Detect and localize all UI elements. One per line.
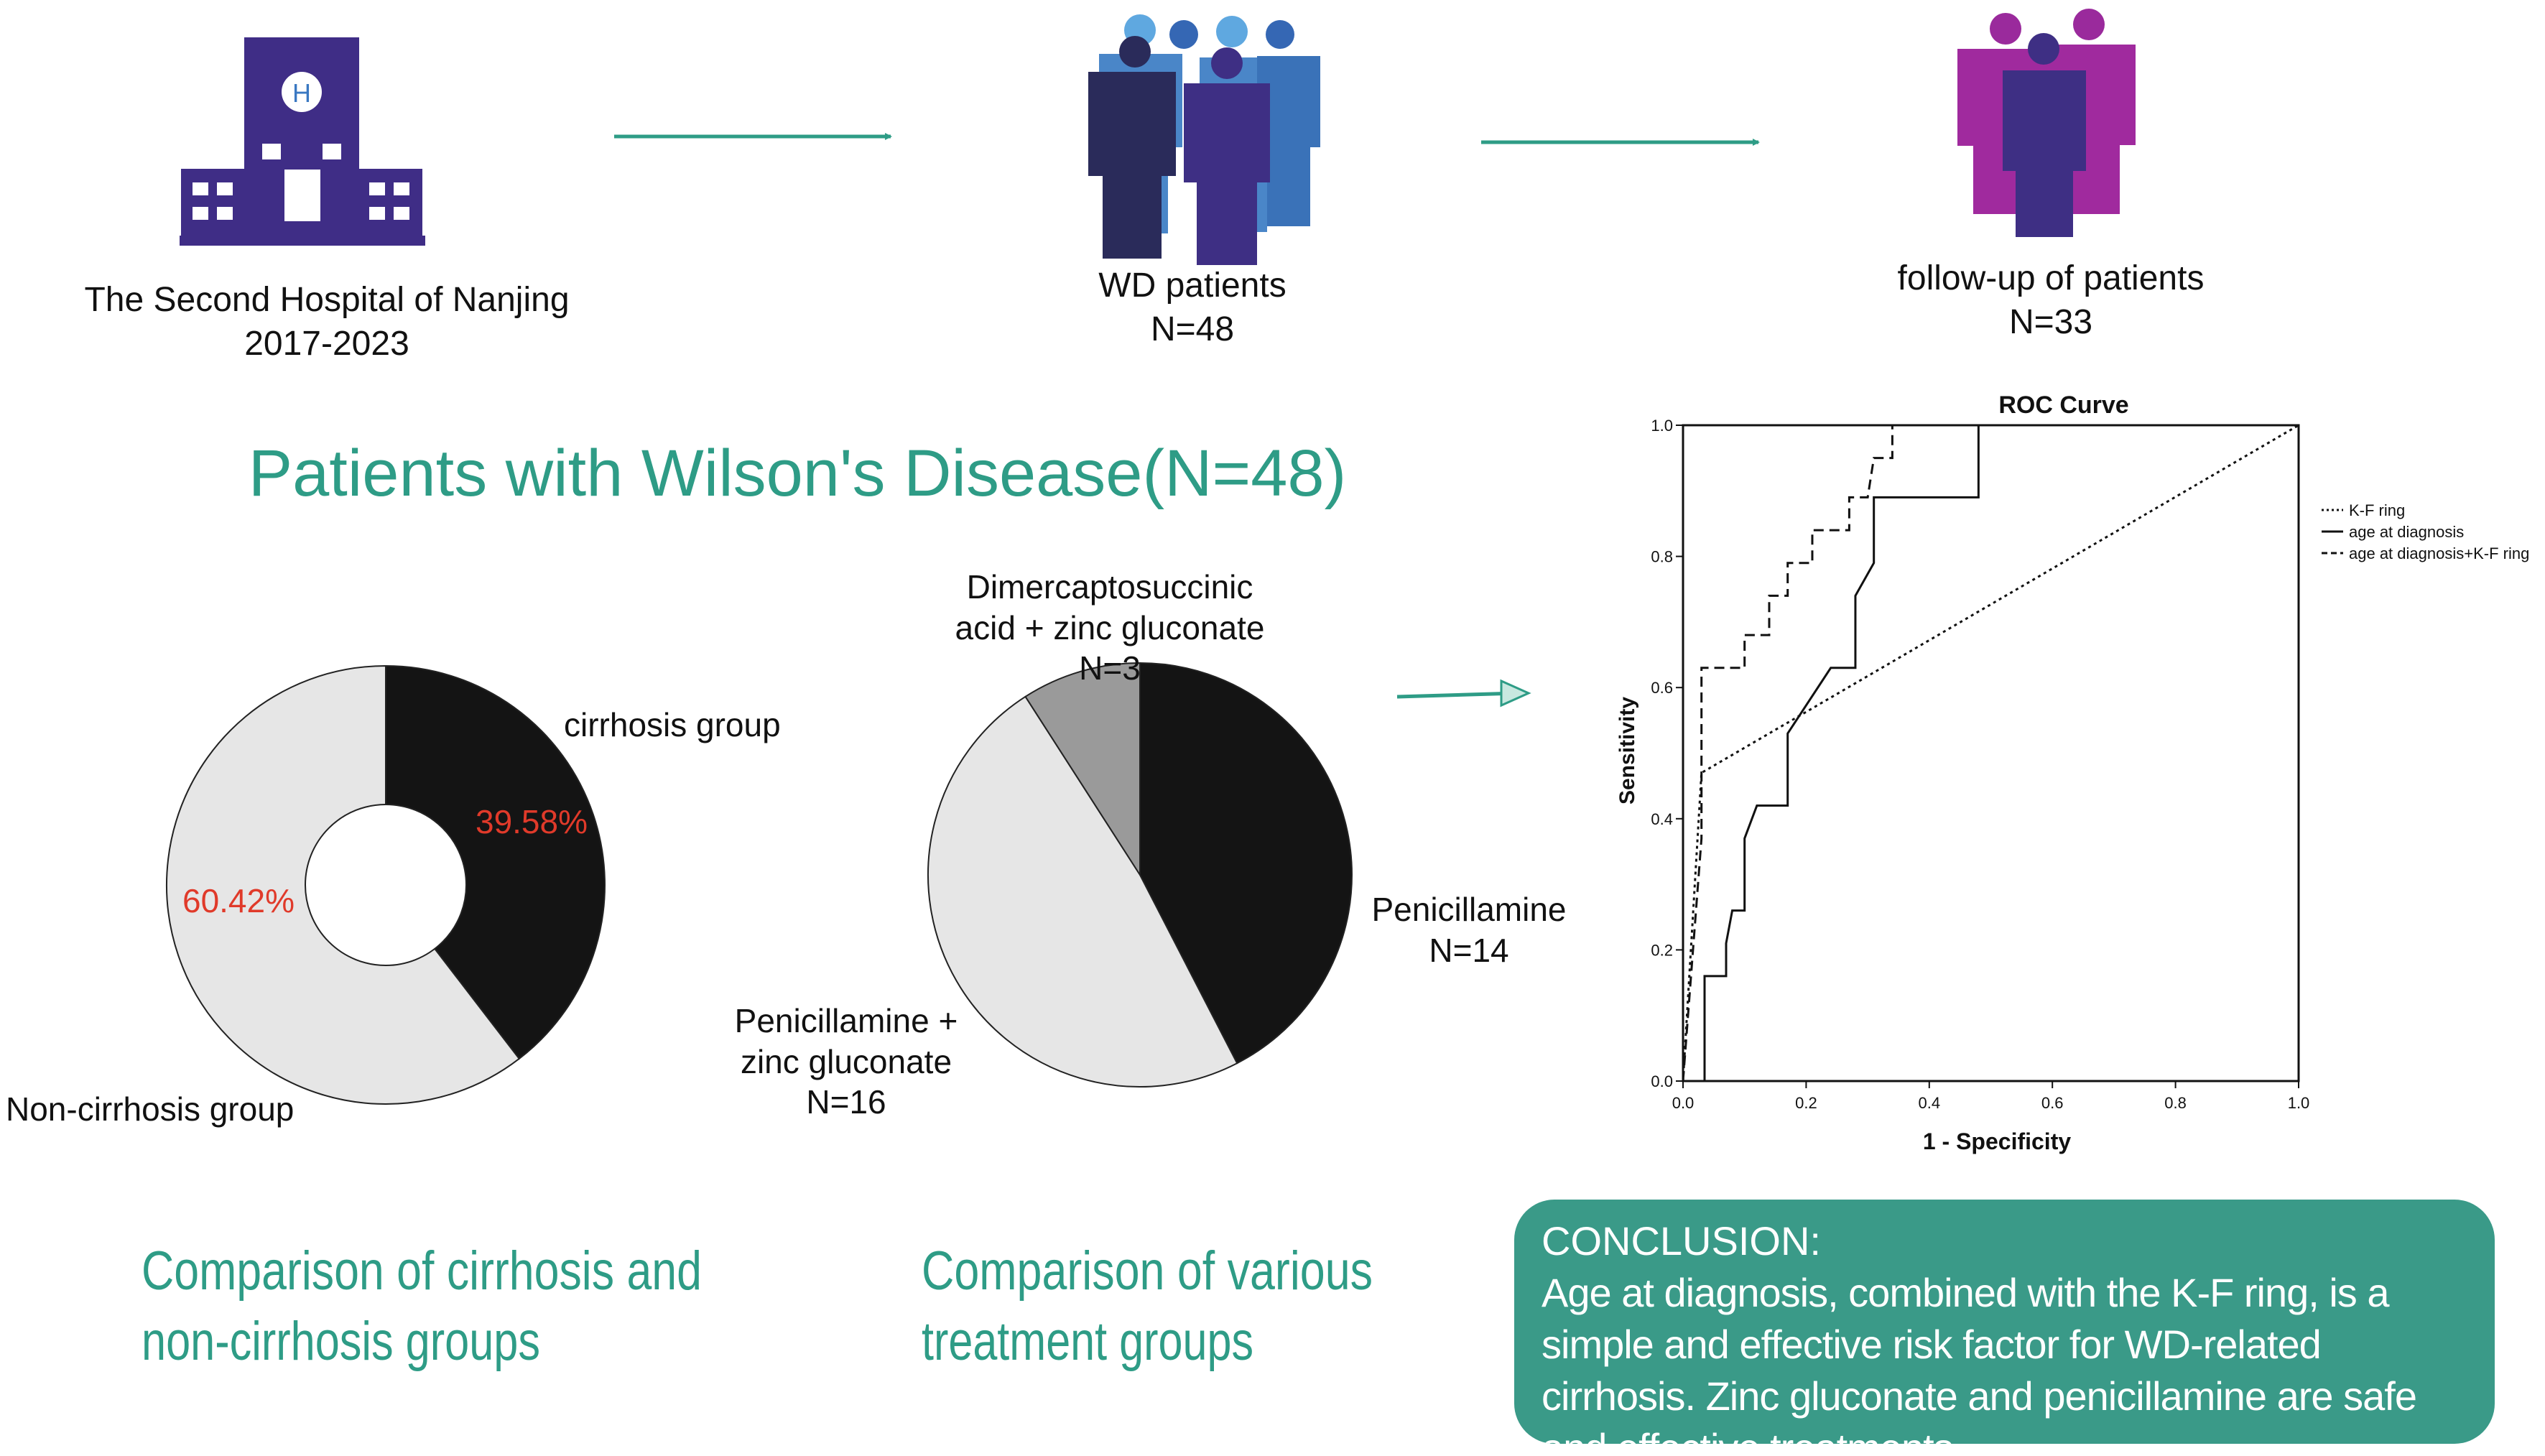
pie-label-dmsa-3: N=3 — [1079, 649, 1141, 687]
flow-arrow-3-head — [1500, 679, 1531, 708]
pie-label-pen-zinc-1: Penicillamine + — [735, 1002, 958, 1039]
legend-label: age at diagnosis — [2349, 523, 2464, 541]
roc-x-axis-label: 1 - Specificity — [1923, 1128, 2072, 1154]
donut-hole — [305, 804, 467, 966]
hospital-letter: H — [292, 78, 311, 108]
roc-y-axis-label: Sensitivity — [1615, 697, 1639, 804]
roc-series-age-at-diagnosis — [1683, 424, 2299, 1082]
y-tick-label: 0.6 — [1651, 679, 1673, 697]
donut-label-cirrhosis: cirrhosis group — [564, 706, 781, 743]
conclusion-text: Age at diagnosis, combined with the K-F … — [1542, 1270, 2417, 1444]
roc-chart: ROC Curve 1 - Specificity Sensitivity 0.… — [1615, 391, 2529, 1154]
x-tick-label: 0.2 — [1795, 1094, 1817, 1112]
pie-label-pen-zinc-3: N=16 — [806, 1083, 886, 1121]
followup-label: follow-up of patients — [1898, 259, 2205, 297]
conclusion-heading: CONCLUSION: — [1542, 1218, 1821, 1263]
roc-series-k-f-ring — [1682, 424, 2299, 1082]
x-tick-label: 0.0 — [1672, 1094, 1695, 1112]
pie-label-penicillamine-1: Penicillamine — [1371, 891, 1566, 928]
followup-count: N=33 — [2009, 303, 2092, 341]
donut-slice-cirrhosis — [385, 664, 606, 1060]
donut-caption-1: Comparison of cirrhosis and — [142, 1241, 702, 1302]
y-tick-label: 0.4 — [1651, 810, 1673, 828]
hospital-icon: H — [180, 37, 425, 246]
donut-percent-cirrhosis: 39.58% — [476, 803, 588, 840]
roc-title: ROC Curve — [1998, 391, 2128, 419]
flow-arrow-3 — [1396, 691, 1518, 699]
patients-label: WD patients — [1098, 266, 1286, 305]
pie-label-dmsa-1: Dimercaptosuccinic — [967, 568, 1253, 606]
x-tick-label: 0.4 — [1919, 1094, 1941, 1112]
roc-axis-ticks: 0.0 0.2 0.4 0.6 0.8 1.0 0.0 0.2 0.4 0.6 0.8 1.0 — [1651, 417, 2309, 1112]
roc-series-age-at-diagnosis-k-f-ring — [1682, 424, 2299, 1082]
roc-plot-frame — [1682, 424, 2300, 1082]
roc-series-lines — [1682, 424, 2299, 1082]
pie-label-penicillamine-2: N=14 — [1429, 932, 1508, 969]
y-tick-label: 1.0 — [1651, 417, 1673, 435]
patients-count: N=48 — [1151, 310, 1234, 348]
pie-slice-penicillamine — [1139, 662, 1353, 1065]
conclusion-box: CONCLUSION: Age at diagnosis, combined w… — [1514, 1200, 2495, 1444]
hospital-name: The Second Hospital of Nanjing — [84, 281, 569, 319]
pie-slice-penicillamine-zinc — [927, 695, 1238, 1088]
cirrhosis-donut-chart — [165, 664, 606, 1105]
pie-label-pen-zinc-2: zinc gluconate — [741, 1043, 952, 1080]
donut-label-non-cirrhosis: Non-cirrhosis group — [6, 1090, 294, 1128]
hospital-years: 2017-2023 — [244, 325, 409, 363]
x-tick-label: 0.6 — [2041, 1094, 2064, 1112]
x-tick-label: 1.0 — [2288, 1094, 2310, 1112]
y-tick-label: 0.0 — [1651, 1072, 1673, 1090]
main-title: Patients with Wilson's Disease(N=48) — [249, 437, 1346, 510]
donut-percent-non-cirrhosis: 60.42% — [182, 882, 295, 919]
legend-label: K-F ring — [2349, 501, 2405, 519]
pie-slice-dmsa-zinc — [1024, 662, 1141, 878]
pie-label-dmsa-2: acid + zinc gluconate — [955, 609, 1265, 646]
roc-legend: K-F ring age at diagnosis age at diagnosis… — [2322, 501, 2529, 562]
people-group-icon — [1088, 14, 1320, 265]
donut-caption-2: non-cirrhosis groups — [142, 1311, 540, 1372]
pie-caption-1: Comparison of various — [922, 1241, 1373, 1302]
legend-label: age at diagnosis+K-F ring — [2349, 544, 2529, 562]
x-tick-label: 0.8 — [2164, 1094, 2187, 1112]
pie-caption-2: treatment groups — [922, 1311, 1253, 1372]
people-group-icon — [1957, 9, 2136, 237]
y-tick-label: 0.8 — [1651, 548, 1673, 566]
y-tick-label: 0.2 — [1651, 941, 1673, 959]
treatment-pie-chart — [927, 662, 1353, 1088]
